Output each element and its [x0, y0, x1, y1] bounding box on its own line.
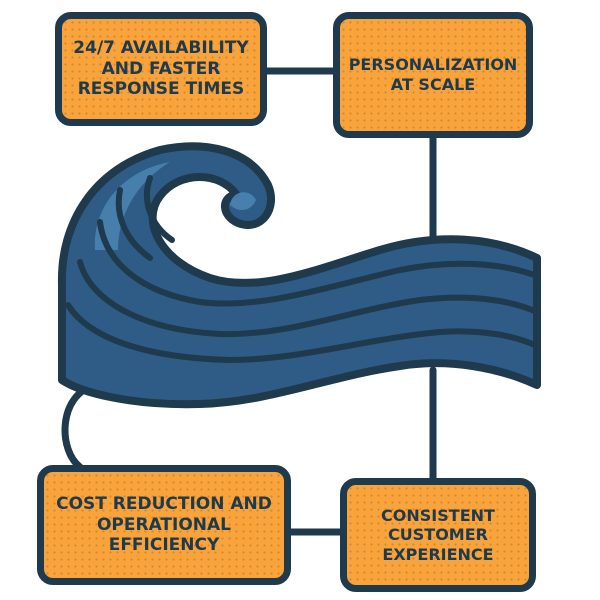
box-cost-reduction-label: COST REDUCTION AND OPERATIONAL EFFICIENC…: [56, 493, 272, 556]
box-cost-reduction: COST REDUCTION AND OPERATIONAL EFFICIENC…: [37, 465, 291, 585]
wave-line: [144, 175, 175, 243]
wave-line: [77, 259, 540, 338]
connector-left-curve: [61, 381, 99, 471]
wave-curl-highlight: [230, 192, 256, 211]
wave-line: [97, 219, 540, 307]
wave-line: [115, 187, 153, 261]
box-availability: 24/7 AVAILABILITY AND FASTER RESPONSE TI…: [55, 12, 267, 126]
box-consistent-experience: CONSISTENT CUSTOMER EXPERIENCE: [340, 478, 536, 592]
wave-lines: [65, 175, 540, 364]
box-availability-label: 24/7 AVAILABILITY AND FASTER RESPONSE TI…: [73, 37, 249, 100]
wave-body: [57, 142, 541, 409]
wave-icon: [57, 142, 541, 409]
wave-line: [65, 302, 540, 364]
box-consistent-experience-label: CONSISTENT CUSTOMER EXPERIENCE: [381, 505, 495, 564]
box-personalization: PERSONALIZATION AT SCALE: [333, 12, 533, 138]
box-personalization-label: PERSONALIZATION AT SCALE: [348, 55, 518, 94]
wave-crest-highlight: [94, 162, 170, 250]
